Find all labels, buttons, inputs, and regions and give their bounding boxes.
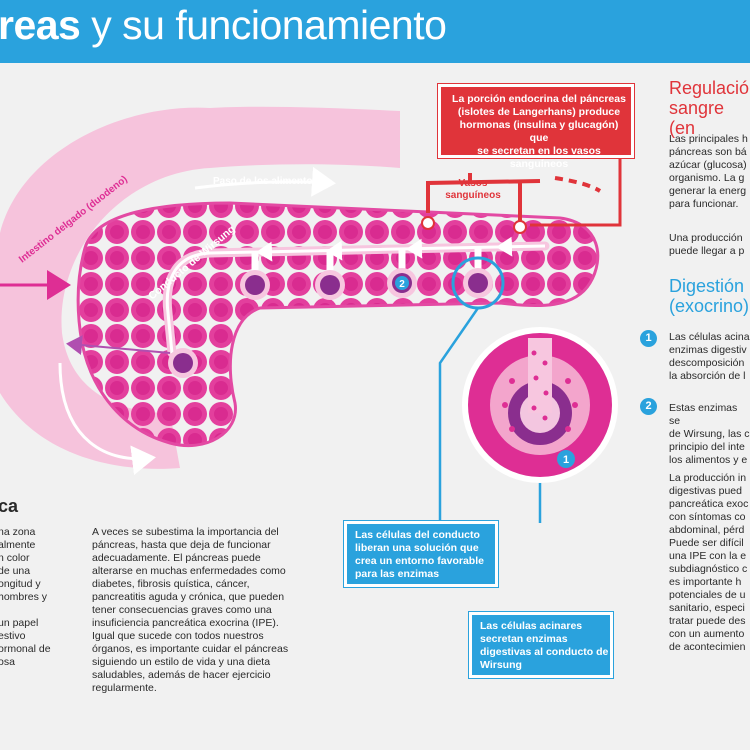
final-paragraph: La producción in digestivas pued pancreá… — [669, 472, 749, 653]
food-label: Paso de los alimentos — [213, 176, 318, 187]
item-2-number: 2 — [640, 398, 657, 415]
regulation-paragraph: Las principales h páncreas son bá azúcar… — [669, 133, 748, 210]
acinus-5 — [168, 348, 198, 378]
islet-1 — [421, 216, 435, 230]
blood-vessel — [426, 173, 541, 221]
vessels-label-1: Vasos — [459, 178, 488, 189]
header-bar: reas y su funcionamiento — [0, 0, 750, 63]
acinus-3: 2 — [387, 249, 417, 298]
digestion-heading: Digestión (exocrino) — [669, 276, 750, 316]
pancreas-body — [76, 201, 600, 448]
regulation-paragraph-2: Una producción puede llegar a p — [669, 232, 745, 257]
pancreas-diagram: 2 1 Intestino delgado (duodeno) Pas — [0, 83, 622, 523]
acinus-zoom: 1 — [462, 327, 618, 483]
duct-cells-callout: Las células del conducto liberan una sol… — [344, 521, 498, 587]
item-1-paragraph: Las células acina enzimas digestiv desco… — [669, 331, 750, 382]
item-1-number: 1 — [640, 330, 657, 347]
marker-1-label: 1 — [563, 454, 569, 466]
acinar-cells-callout: Las células acinares secretan enzimas di… — [469, 612, 613, 678]
islet-2 — [513, 220, 527, 234]
item-2-paragraph: Estas enzimas se de Wirsung, las c princ… — [669, 402, 750, 466]
vessels-label-2: sanguíneos — [445, 190, 501, 201]
left-heading: ca — [0, 496, 19, 516]
middle-paragraph: A veces se subestima la importancia del … — [92, 526, 289, 694]
regulation-heading: Regulació sangre (en — [669, 78, 750, 138]
endocrine-callout: La porción endocrina del páncreas (islot… — [438, 84, 634, 170]
page-title: reas y su funcionamiento — [0, 2, 447, 48]
marker-2-label: 2 — [399, 279, 405, 290]
left-paragraph: na zona almente n color de una ongitud y… — [0, 526, 51, 668]
duodenum-shape — [0, 107, 210, 469]
acinus-1 — [240, 253, 270, 300]
acinus-2 — [315, 251, 345, 300]
